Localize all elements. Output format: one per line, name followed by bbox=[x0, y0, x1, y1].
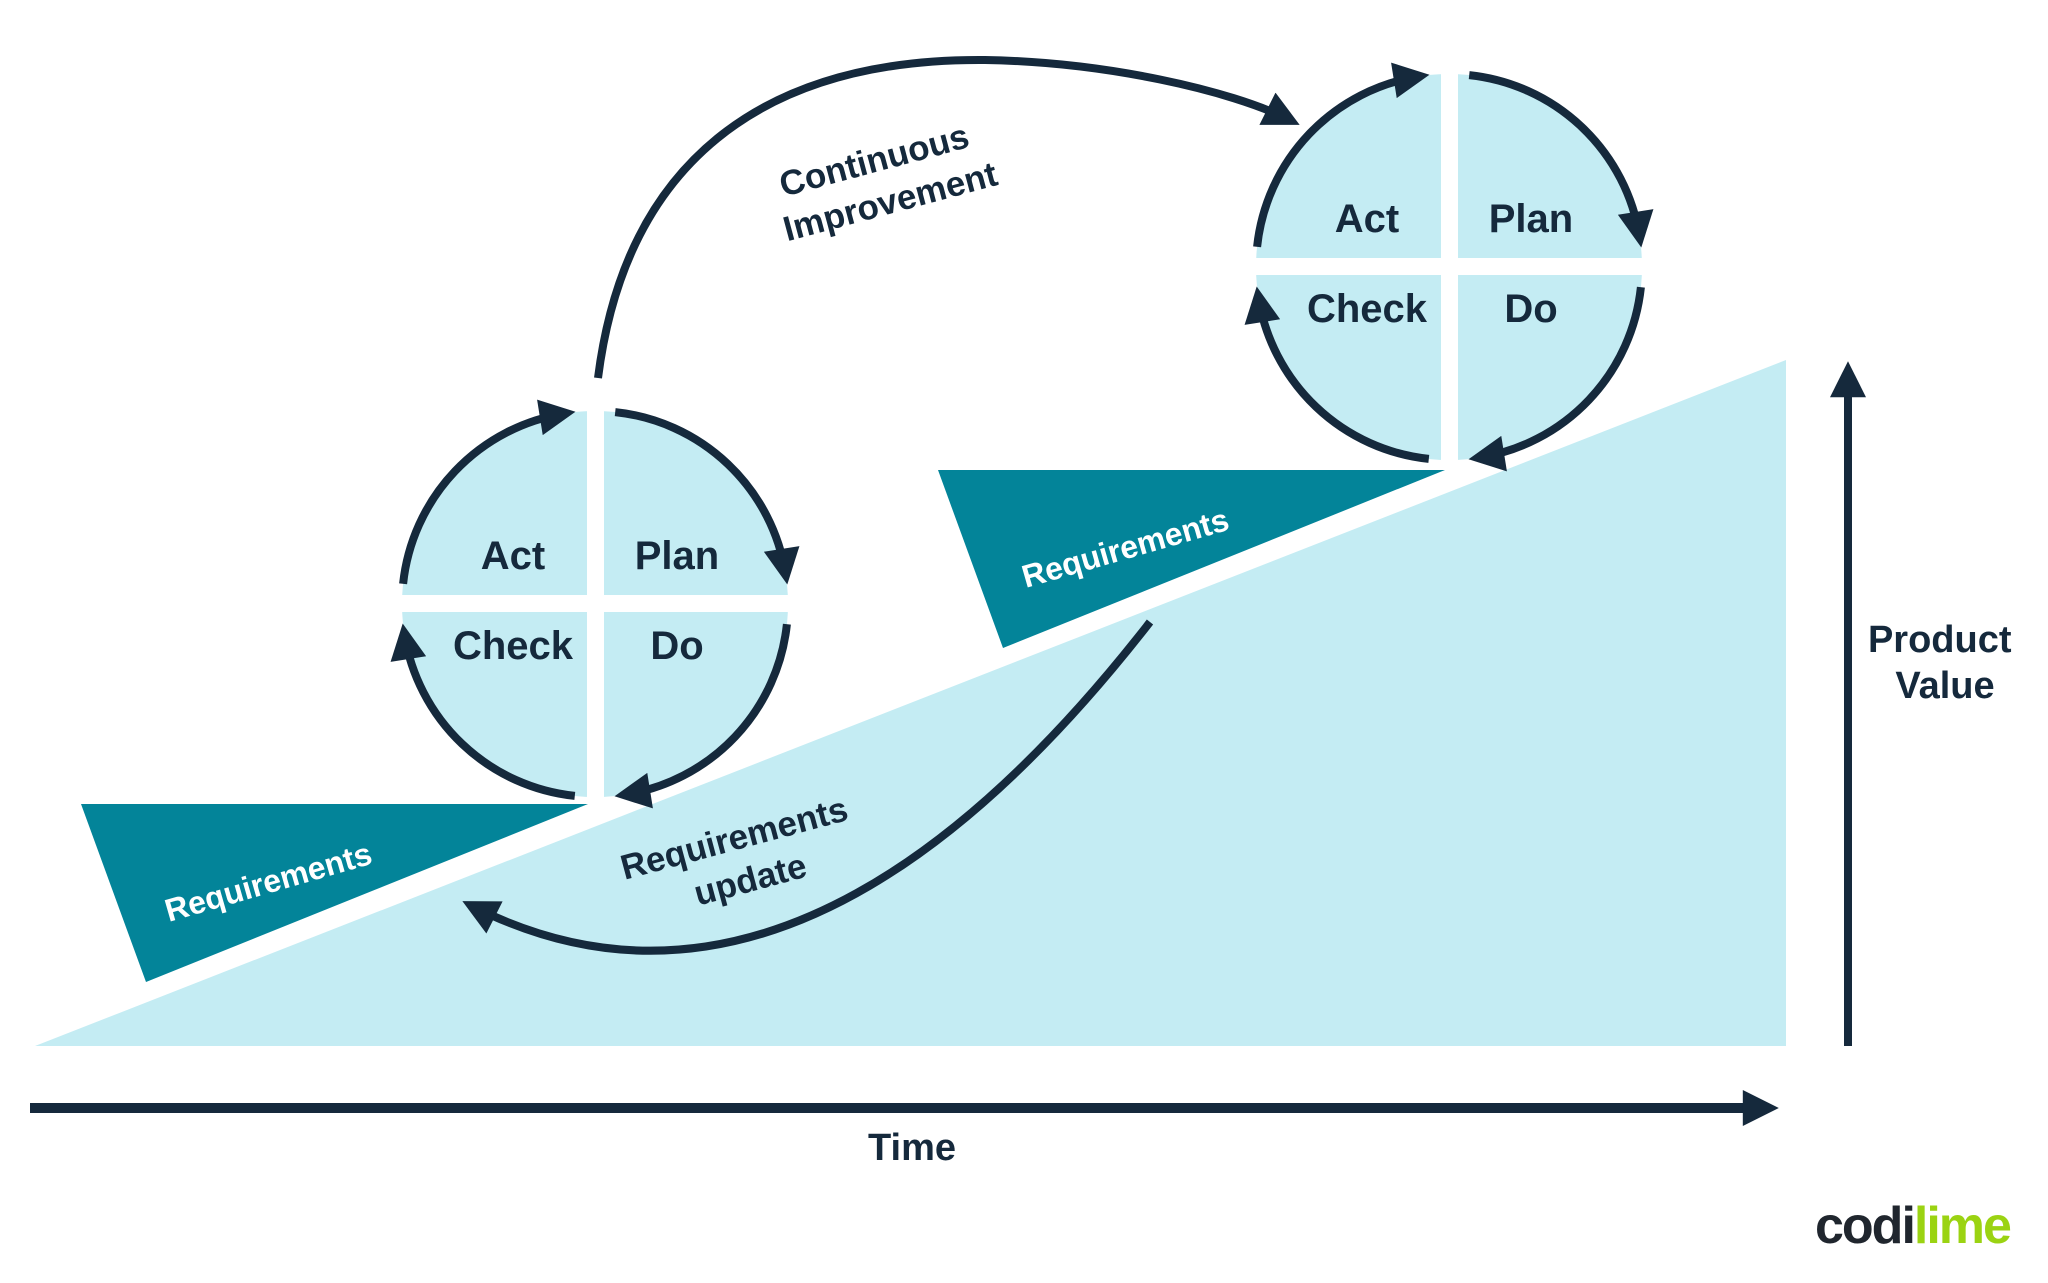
requirements-wedge-1-shape bbox=[81, 804, 588, 982]
product-value-line1: Product bbox=[1868, 619, 2012, 661]
cycle-1-act-label: Act bbox=[481, 534, 545, 578]
requirements-wedge-2-shape bbox=[938, 470, 1445, 648]
pdca-cycle-2: Act Plan Check Do bbox=[1244, 62, 1654, 472]
pdca-cycle-1-cross-horizontal bbox=[401, 595, 789, 612]
pdca-cycle-2-cross-horizontal bbox=[1255, 258, 1643, 275]
product-value-axis: Product Value bbox=[1830, 361, 2022, 1046]
pdca-cycle-1-arrows bbox=[390, 399, 800, 809]
cycle-2-check-label: Check bbox=[1307, 287, 1428, 331]
cycle-arrow-top-left bbox=[1253, 62, 1430, 248]
cycle-arrow-top-left bbox=[399, 399, 576, 585]
pdca-cycle-2-arrows bbox=[1244, 62, 1654, 472]
cycle-arrow-bottom-left bbox=[1244, 286, 1430, 463]
cycle-1-check-label: Check bbox=[453, 624, 574, 668]
cycle-arrow-bottom-right bbox=[1468, 286, 1645, 472]
cycle-2-act-label: Act bbox=[1335, 197, 1399, 241]
codilime-logo: codilime bbox=[1815, 1197, 2011, 1255]
cycle-arrow-bottom-right bbox=[614, 623, 791, 809]
pdca-cycle-1: Act Plan Check Do bbox=[390, 399, 800, 809]
time-axis: Time bbox=[30, 1090, 1779, 1169]
cycle-2-plan-label: Plan bbox=[1489, 197, 1573, 241]
product-value-axis-label: Product Value bbox=[1868, 619, 2022, 707]
time-axis-label: Time bbox=[868, 1127, 956, 1169]
cycle-arrow-top-right bbox=[614, 408, 800, 585]
codilime-logo-green-part: lime bbox=[1914, 1197, 2011, 1255]
continuous-improvement-label: Continuous Improvement bbox=[768, 112, 1002, 249]
requirements-update-arrow bbox=[462, 619, 1154, 955]
cycle-arrow-top-right bbox=[1468, 71, 1654, 248]
codilime-logo-dark-part: codi bbox=[1815, 1197, 1914, 1255]
continuous-improvement-arrow bbox=[594, 55, 1300, 379]
cycle-1-plan-label: Plan bbox=[635, 534, 719, 578]
cycle-1-do-label: Do bbox=[650, 624, 703, 668]
slope-ramp-triangle bbox=[35, 360, 1786, 1046]
product-value-line2: Value bbox=[1895, 665, 1994, 707]
cycle-2-do-label: Do bbox=[1504, 287, 1557, 331]
cycle-arrow-bottom-left bbox=[390, 623, 576, 800]
